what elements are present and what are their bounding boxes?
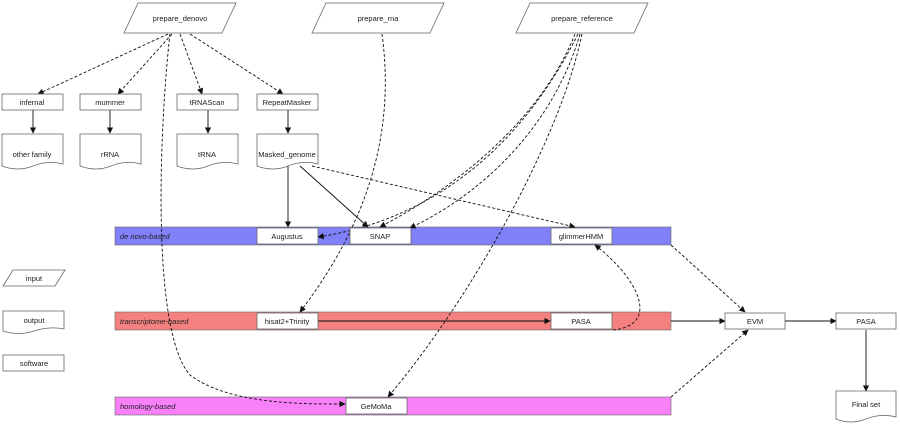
output-trna: tRNA xyxy=(176,133,239,170)
edge-denovo-infernal xyxy=(37,33,169,95)
software-snap-label: SNAP xyxy=(370,232,390,241)
output-other-family-label: other family xyxy=(13,150,52,159)
edge-masked-snap xyxy=(299,165,369,228)
input-prepare-reference-label: prepare_reference xyxy=(551,14,613,23)
output-final-set-label: Final set xyxy=(852,400,881,409)
edge-denovo-gemoma xyxy=(160,33,346,408)
output-final-set: Final set xyxy=(835,390,897,423)
legend-output: output xyxy=(2,310,65,334)
lane-homology-label: homology-based xyxy=(120,402,176,411)
software-repeatmasker: RepeatMasker xyxy=(256,93,319,111)
edge-ref-gemoma xyxy=(387,33,583,398)
edge-homology-evm xyxy=(670,329,749,398)
legend-input-label: input xyxy=(26,274,43,283)
output-other-family: other family xyxy=(1,133,64,170)
software-pasa-1: PASA xyxy=(550,312,613,330)
legend-output-label: output xyxy=(24,316,46,325)
input-prepare-rna: prepare_rna xyxy=(311,2,445,34)
software-hisat2-trinity: hisat2+Trinity xyxy=(256,312,319,330)
lane-denovo-label: de novo-based xyxy=(120,232,170,241)
software-infernal-label: infernal xyxy=(20,98,45,107)
edge-masked-glimmer xyxy=(311,165,576,229)
software-infernal: infernal xyxy=(1,93,64,111)
edge-ref-snap-a xyxy=(379,33,576,228)
software-hisat2-trinity-label: hisat2+Trinity xyxy=(265,317,310,326)
legend: input output software xyxy=(2,269,66,372)
software-pasa-1-label: PASA xyxy=(571,317,590,326)
software-trnascan-label: tRNAScan xyxy=(189,98,224,107)
output-rrna: rRNA xyxy=(79,133,142,170)
software-glimmerhmm-label: glimmerHMM xyxy=(559,232,604,241)
lane-transcriptome-label: transcriptome-based xyxy=(120,317,189,326)
output-masked-genome: Masked_genome xyxy=(256,133,319,170)
software-repeatmasker-label: RepeatMasker xyxy=(263,98,312,107)
software-glimmerhmm: glimmerHMM xyxy=(550,227,613,245)
edge-rna-hisat xyxy=(299,33,386,313)
input-prepare-denovo-label: prepare_denovo xyxy=(153,14,208,23)
software-pasa-2-label: PASA xyxy=(856,317,875,326)
output-rrna-label: rRNA xyxy=(101,150,119,159)
input-prepare-reference: prepare_reference xyxy=(515,2,649,34)
software-mummer: mummer xyxy=(79,93,142,111)
input-prepare-rna-label: prepare_rna xyxy=(358,14,400,23)
edge-denovo-repeatmasker xyxy=(189,33,284,95)
edge-denovo-evm xyxy=(670,244,746,313)
input-prepare-denovo: prepare_denovo xyxy=(123,2,237,34)
legend-software: software xyxy=(2,354,65,372)
software-pasa-2: PASA xyxy=(835,312,897,330)
software-gemoma-label: GeMoMa xyxy=(361,402,393,411)
output-trna-label: tRNA xyxy=(198,150,216,159)
edge-ref-snap-b xyxy=(409,33,581,229)
legend-software-label: software xyxy=(20,359,48,368)
software-trnascan: tRNAScan xyxy=(176,93,239,111)
software-gemoma: GeMoMa xyxy=(345,397,408,415)
software-augustus-label: Augustus xyxy=(271,232,303,241)
legend-input: input xyxy=(2,269,66,287)
edge-denovo-mummer xyxy=(117,33,173,95)
software-augustus: Augustus xyxy=(256,227,319,245)
software-mummer-label: mummer xyxy=(95,98,125,107)
software-evm: EVM xyxy=(724,312,786,330)
software-snap: SNAP xyxy=(349,227,412,245)
output-masked-genome-label: Masked_genome xyxy=(258,150,316,159)
software-evm-label: EVM xyxy=(747,317,763,326)
edges xyxy=(29,33,870,408)
edge-denovo-trnascan xyxy=(179,33,204,95)
